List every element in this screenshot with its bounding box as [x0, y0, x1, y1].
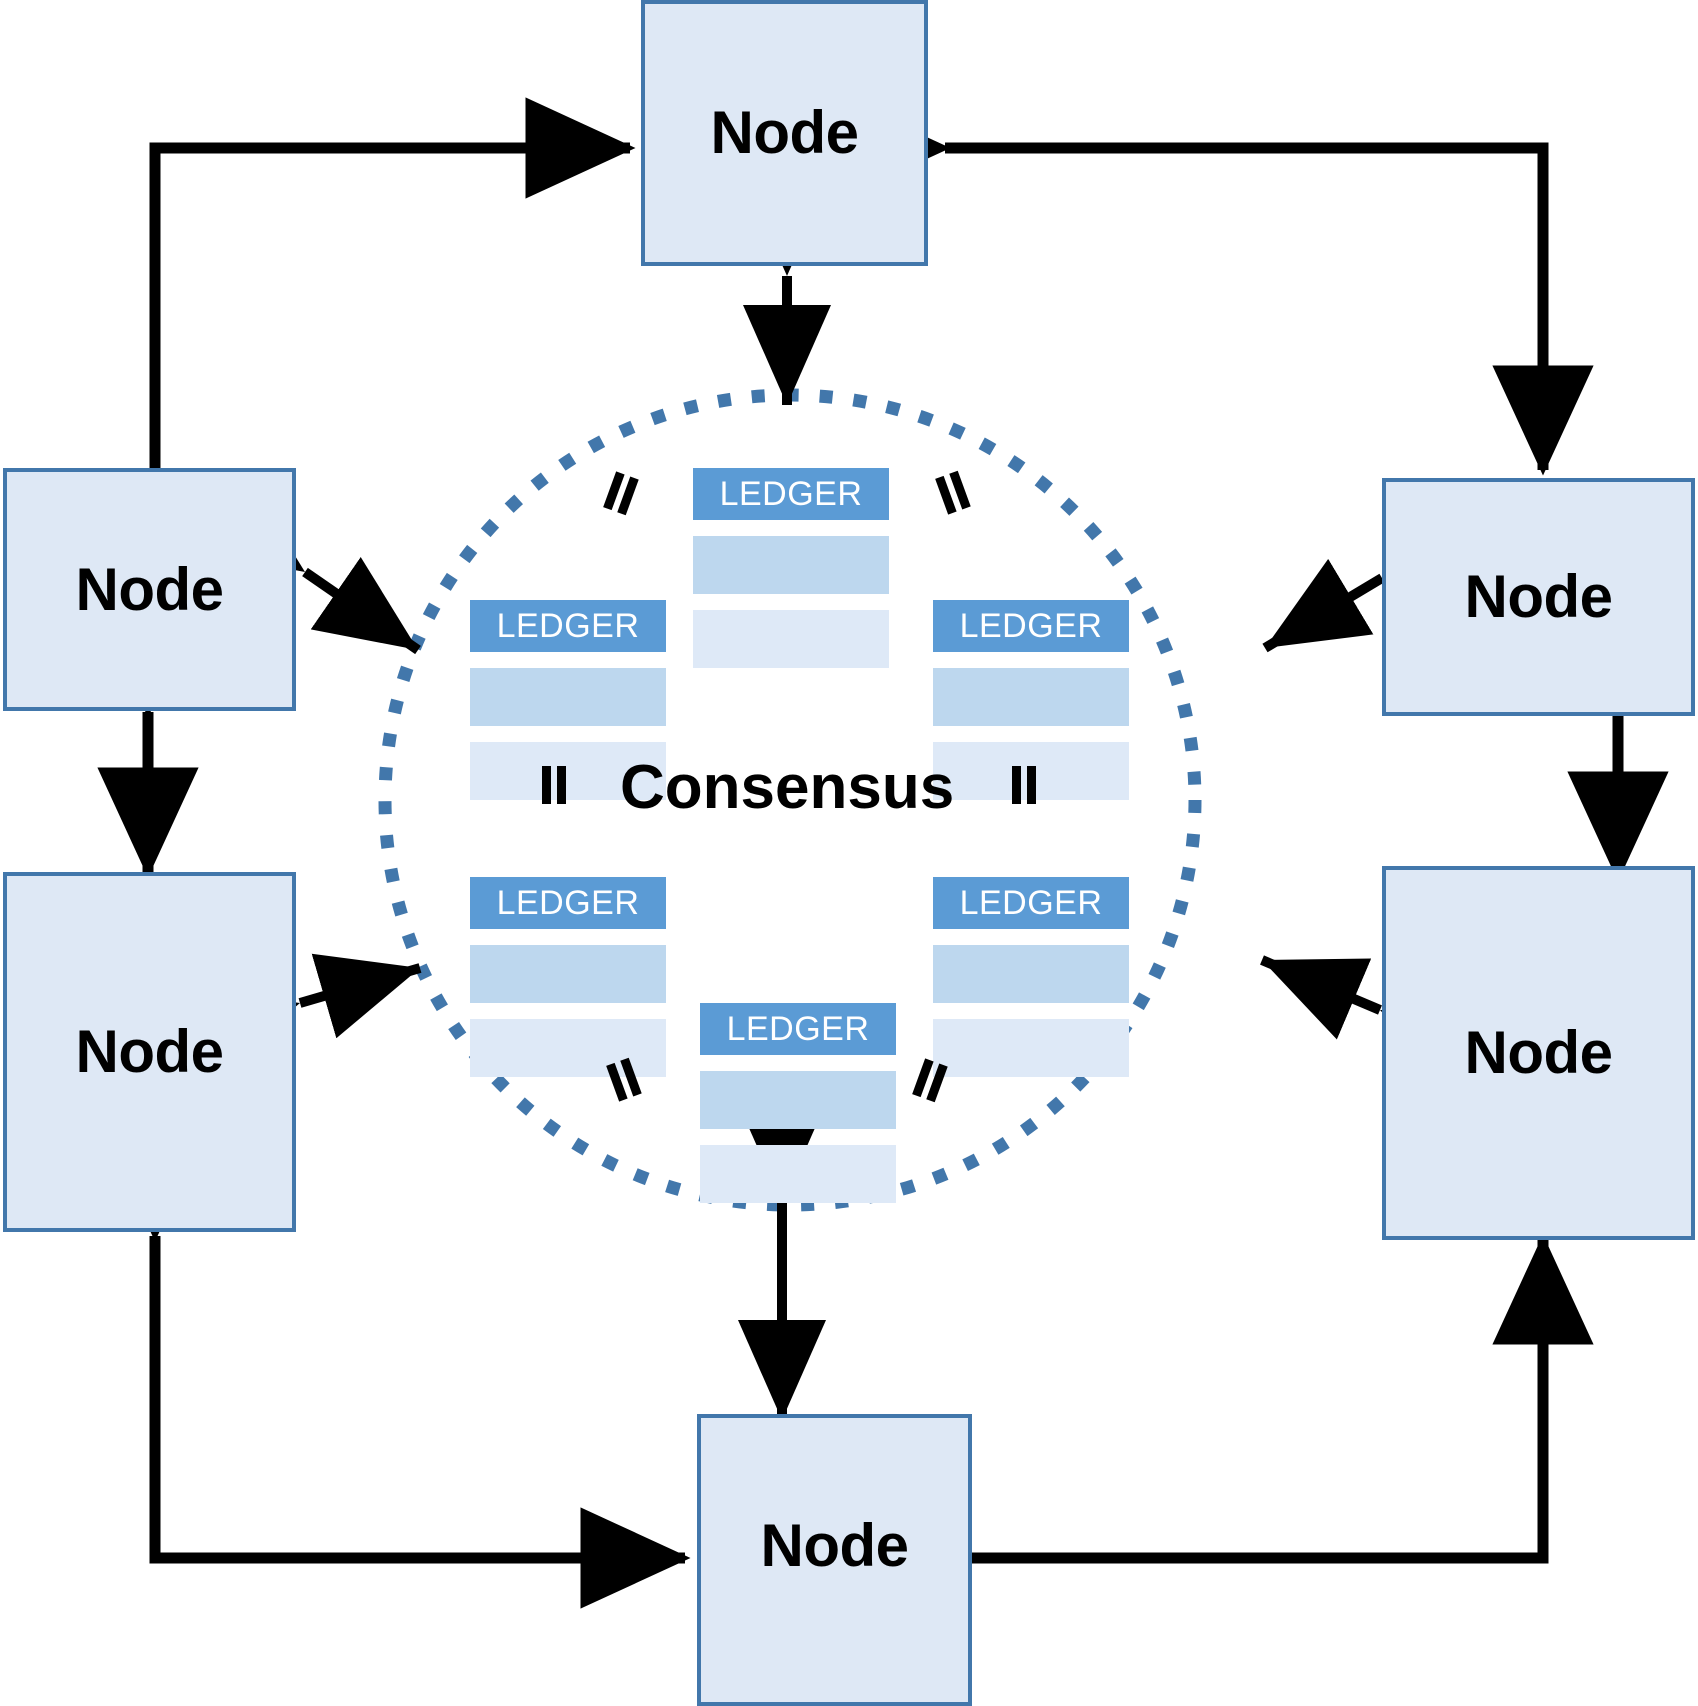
node-left-upper[interactable]: Node: [3, 468, 296, 711]
ledger-right-lower[interactable]: LEDGER: [933, 877, 1129, 1077]
ledger-top-header: LEDGER: [693, 468, 889, 520]
spoke-right-upper: [1262, 488, 1491, 653]
ledger-left-lower[interactable]: LEDGER: [470, 877, 666, 1077]
node-top-label: Node: [710, 99, 860, 166]
node-bottom[interactable]: Node: [697, 1414, 972, 1706]
equals-mark-mid-right: [1006, 766, 1040, 804]
connector-bottom-left: [104, 1131, 691, 1609]
ledger-top-row-2: [693, 610, 889, 668]
spoke-left-upper: [197, 478, 421, 655]
connector-bottom-right: [840, 1234, 1594, 1609]
ledger-bottom-header: LEDGER: [700, 1003, 896, 1055]
ledger-bottom[interactable]: LEDGER: [700, 1003, 896, 1203]
spoke-right-lower: [1260, 955, 1490, 1090]
consensus-label: Consensus: [620, 753, 955, 822]
ledger-bottom-row-1: [700, 1071, 896, 1129]
node-left-lower[interactable]: Node: [3, 872, 296, 1232]
ledger-left-lower-row-2: [470, 1019, 666, 1077]
ledger-bottom-row-2: [700, 1145, 896, 1203]
ledger-left-upper-row-1: [470, 668, 666, 726]
node-left-lower-label: Node: [75, 1018, 225, 1085]
ledger-left-lower-header: LEDGER: [470, 877, 666, 929]
connector-top-right: [840, 97, 1594, 476]
ledger-left-upper-header: LEDGER: [470, 600, 666, 652]
connector-top-left: [104, 97, 636, 573]
ledger-right-lower-header: LEDGER: [933, 877, 1129, 929]
ledger-right-upper[interactable]: LEDGER: [933, 600, 1129, 800]
equals-mark-mid-left: [536, 766, 570, 804]
ledger-right-lower-row-1: [933, 945, 1129, 1003]
node-top[interactable]: Node: [641, 0, 928, 266]
spoke-left-lower: [191, 953, 422, 1074]
ledger-left-lower-row-1: [470, 945, 666, 1003]
ledger-left-upper-row-2: [470, 742, 666, 800]
ledger-top-row-1: [693, 536, 889, 594]
ledger-right-upper-row-1: [933, 668, 1129, 726]
ledger-top[interactable]: LEDGER: [693, 468, 889, 668]
node-right-lower-label: Node: [1464, 1019, 1614, 1086]
node-right-upper-label: Node: [1464, 563, 1614, 630]
ledger-right-upper-header: LEDGER: [933, 600, 1129, 652]
ledger-left-upper[interactable]: LEDGER: [470, 600, 666, 800]
node-right-lower[interactable]: Node: [1382, 866, 1695, 1240]
node-left-upper-label: Node: [75, 555, 225, 623]
ledger-right-lower-row-2: [933, 1019, 1129, 1077]
node-right-upper[interactable]: Node: [1382, 478, 1695, 716]
node-bottom-label: Node: [760, 1512, 910, 1579]
